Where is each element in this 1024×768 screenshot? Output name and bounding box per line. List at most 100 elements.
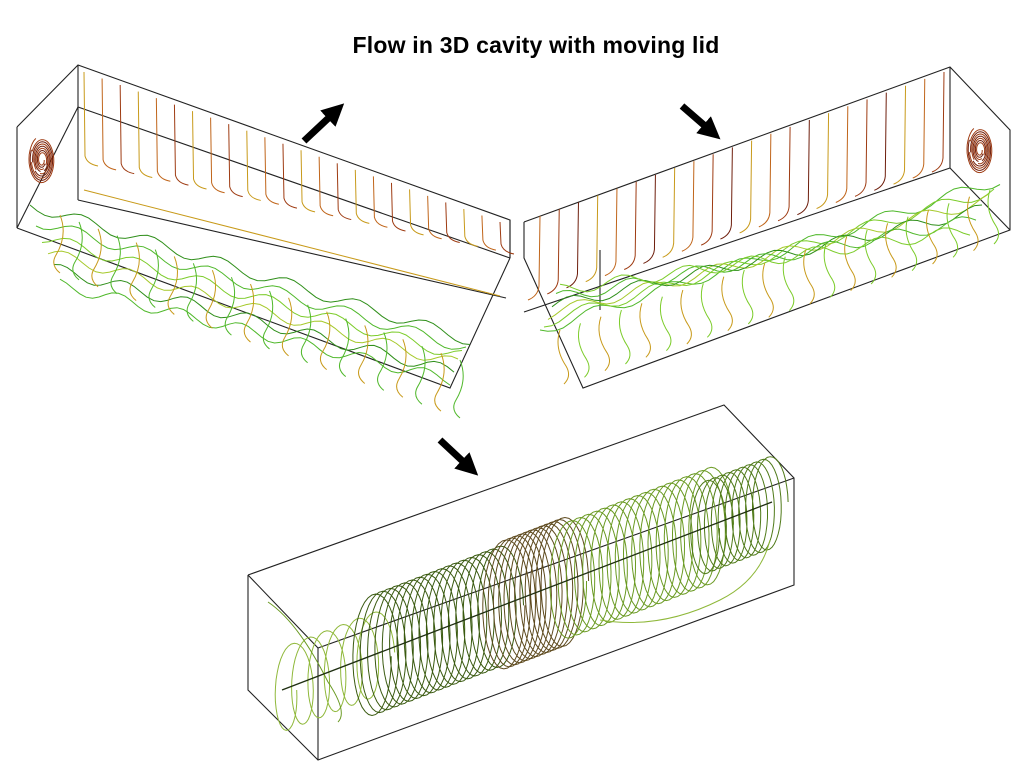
streamline [41,237,463,356]
streamline [797,119,810,216]
streamline [83,189,501,297]
streamline [354,169,370,224]
streamline [885,223,897,278]
streamline [739,140,753,234]
top-left-back-wall-streamlines [83,71,515,297]
streamline [482,516,590,670]
streamline [720,147,733,240]
bottom-helical-streamlines [267,456,789,731]
streamline [300,150,316,213]
streamline [453,359,464,419]
streamline [167,256,178,315]
streamline [598,316,610,372]
streamline [262,290,274,350]
top-left-cavity-view [16,64,515,419]
bottom-vortex-core-line [281,501,773,691]
streamline [409,189,424,236]
streamline [83,71,99,167]
streamline [551,204,983,308]
streamline [377,332,388,391]
streamline [434,352,445,412]
streamline [762,263,774,318]
top-right-floor-streamlines [539,184,1001,385]
streamline [659,296,672,352]
bottom-cavity-view [247,404,795,761]
streamline [91,228,102,288]
streamline [639,303,651,358]
lid-motion-arrow-left-panel [301,103,345,144]
top-right-back-wall-streamlines [527,71,945,301]
streamline [555,216,977,298]
streamline [318,156,334,217]
streamline [300,304,312,364]
streamline [427,195,442,240]
streamline [618,309,631,365]
streamline [700,283,713,338]
streamline [741,269,754,325]
streamline [338,318,350,377]
lid-motion-arrow-bottom-panel [437,437,479,476]
streamline [28,138,55,184]
streamline [31,143,52,179]
streamline [816,113,830,210]
streamline [803,249,815,305]
streamline [976,142,986,156]
streamline [700,154,714,246]
streamline [59,278,451,386]
streamline [559,227,971,293]
streamline [243,283,255,343]
streamline [445,202,460,244]
streamline [148,249,159,308]
streamline [972,135,989,167]
streamline [499,221,515,255]
streamline [987,189,1000,245]
streamline [173,104,189,186]
streamline [224,276,236,336]
streamline [912,78,926,179]
streamline [777,126,791,222]
streamline [946,203,959,258]
streamline [854,99,868,197]
streamline [281,297,293,357]
streamline [973,137,988,165]
streamline [481,215,497,251]
streamline [390,182,406,232]
streamline [835,106,849,203]
streamline [35,225,467,350]
streamline [967,196,979,252]
streamline [893,85,907,185]
page-title: Flow in 3D cavity with moving lid [352,32,720,58]
streamline [931,71,945,173]
streamline [264,137,279,205]
streamline [974,139,987,162]
streamline [463,208,478,247]
top-left-floor-streamlines [29,204,471,419]
streamline [29,141,54,181]
streamline [352,545,524,717]
streamline [155,98,171,182]
streamline [129,242,140,302]
streamline [662,167,676,258]
streamline [967,131,992,171]
streamline [543,188,995,328]
streamline [36,149,49,172]
streamline [53,214,64,274]
streamline [527,215,541,301]
streamline [53,264,455,373]
streamline [119,85,135,175]
streamline [415,346,426,405]
streamline [372,176,388,228]
streamline [228,124,243,198]
streamline [758,133,772,228]
streamline [38,152,48,166]
streamline [210,117,225,194]
streamline [844,236,856,292]
streamline [604,188,618,277]
top-left-box-outline [16,64,511,389]
streamline [205,270,217,329]
streamline [319,311,331,371]
streamline [72,221,83,281]
streamline [396,339,407,398]
